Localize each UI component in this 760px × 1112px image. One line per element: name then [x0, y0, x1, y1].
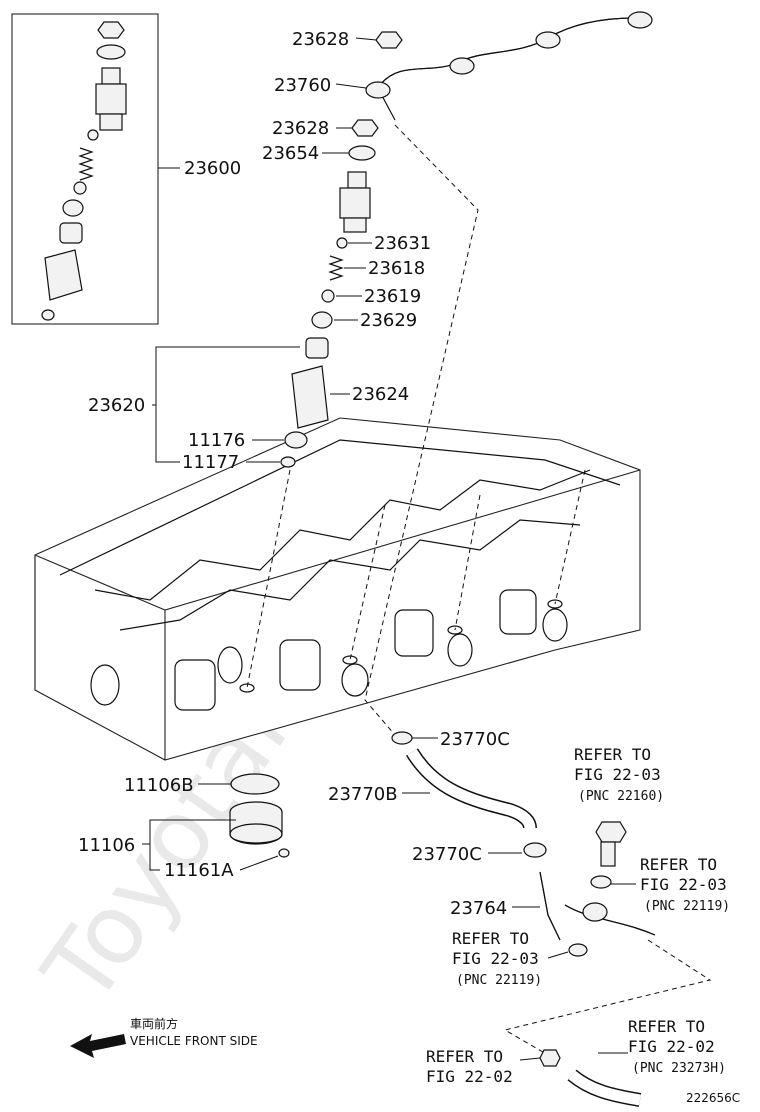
nut-23628-top [375, 31, 403, 49]
svg-text:FIG 22-03: FIG 22-03 [640, 875, 727, 894]
injector-assembly-inset [41, 21, 127, 321]
svg-text:REFER TO: REFER TO [574, 745, 651, 764]
vehicle-front-arrow [70, 1034, 126, 1058]
label-23764: 23764 [450, 898, 507, 919]
label-23629: 23629 [360, 310, 417, 331]
svg-text:(PNC 23273H): (PNC 23273H) [632, 1061, 726, 1076]
nut-23628 [351, 119, 379, 137]
gasket-left [568, 943, 588, 957]
clip-23770c-bottom [523, 842, 547, 858]
direction-label-en: VEHICLE FRONT SIDE [130, 1034, 258, 1048]
label-23619: 23619 [364, 286, 421, 307]
label-23600: 23600 [184, 158, 241, 179]
label-11177: 11177 [182, 452, 239, 473]
injector-assembly-box [11, 13, 159, 325]
label-11176: 11176 [188, 430, 245, 451]
injection-pipe [365, 11, 653, 121]
ref-note-5: REFER TO FIG 22-02 [426, 1047, 513, 1086]
label-23770c-bottom: 23770C [412, 844, 482, 865]
nozzle-23620 [305, 337, 329, 359]
svg-text:REFER TO: REFER TO [640, 855, 717, 874]
gasket-11176 [284, 431, 308, 449]
label-23631: 23631 [374, 233, 431, 254]
pin-11161a [278, 848, 290, 858]
svg-text:(PNC 22160): (PNC 22160) [578, 789, 664, 804]
svg-text:(PNC 22119): (PNC 22119) [644, 899, 730, 914]
hose-bottom [568, 1070, 641, 1106]
svg-text:FIG 22-02: FIG 22-02 [426, 1067, 513, 1086]
nozzle-holder-upper [339, 171, 371, 233]
ref-note-2: REFER TO FIG 22-03 (PNC 22119) [640, 855, 730, 914]
svg-text:FIG 22-02: FIG 22-02 [628, 1037, 715, 1056]
union-bolt [595, 821, 627, 867]
label-23628: 23628 [272, 118, 329, 139]
washer-23654 [348, 145, 376, 161]
cylinder-head [34, 417, 641, 761]
ref-note-3: REFER TO FIG 22-03 (PNC 22119) [452, 929, 542, 988]
spring-23618 [328, 255, 344, 281]
label-11161a: 11161A [164, 860, 234, 881]
clip-23770c-top [391, 731, 413, 745]
bolt-bottom [539, 1049, 561, 1067]
svg-text:REFER TO: REFER TO [452, 929, 529, 948]
gasket-11106b [230, 773, 280, 795]
label-23624: 23624 [352, 384, 409, 405]
seat-11177 [280, 456, 296, 468]
svg-text:REFER TO: REFER TO [426, 1047, 503, 1066]
ref-note-4: REFER TO FIG 22-02 (PNC 23273H) [628, 1017, 726, 1076]
ref-note-1: REFER TO FIG 22-03 (PNC 22160) [574, 745, 664, 804]
svg-text:FIG 22-03: FIG 22-03 [452, 949, 539, 968]
direction-label-jp: 車両前方 [130, 1016, 178, 1031]
svg-text:REFER TO: REFER TO [628, 1017, 705, 1036]
ball-23631 [336, 237, 348, 249]
label-23654: 23654 [262, 143, 319, 164]
label-23628-top: 23628 [292, 29, 349, 50]
union-23764 [539, 871, 656, 941]
retaining-nut-23624 [291, 365, 329, 429]
figure-code: 222656C [686, 1091, 740, 1105]
label-23770c-top: 23770C [440, 729, 510, 750]
label-23770b: 23770B [328, 784, 398, 805]
seat-23619 [321, 289, 335, 303]
label-23620: 23620 [88, 395, 145, 416]
label-11106: 11106 [78, 835, 135, 856]
svg-text:(PNC 22119): (PNC 22119) [456, 973, 542, 988]
label-23618: 23618 [368, 258, 425, 279]
plug-11106 [229, 801, 283, 845]
label-23760: 23760 [274, 75, 331, 96]
svg-text:FIG 22-03: FIG 22-03 [574, 765, 661, 784]
spacer-23629 [311, 311, 333, 329]
label-11106b: 11106B [124, 775, 194, 796]
gasket-right [590, 875, 612, 889]
